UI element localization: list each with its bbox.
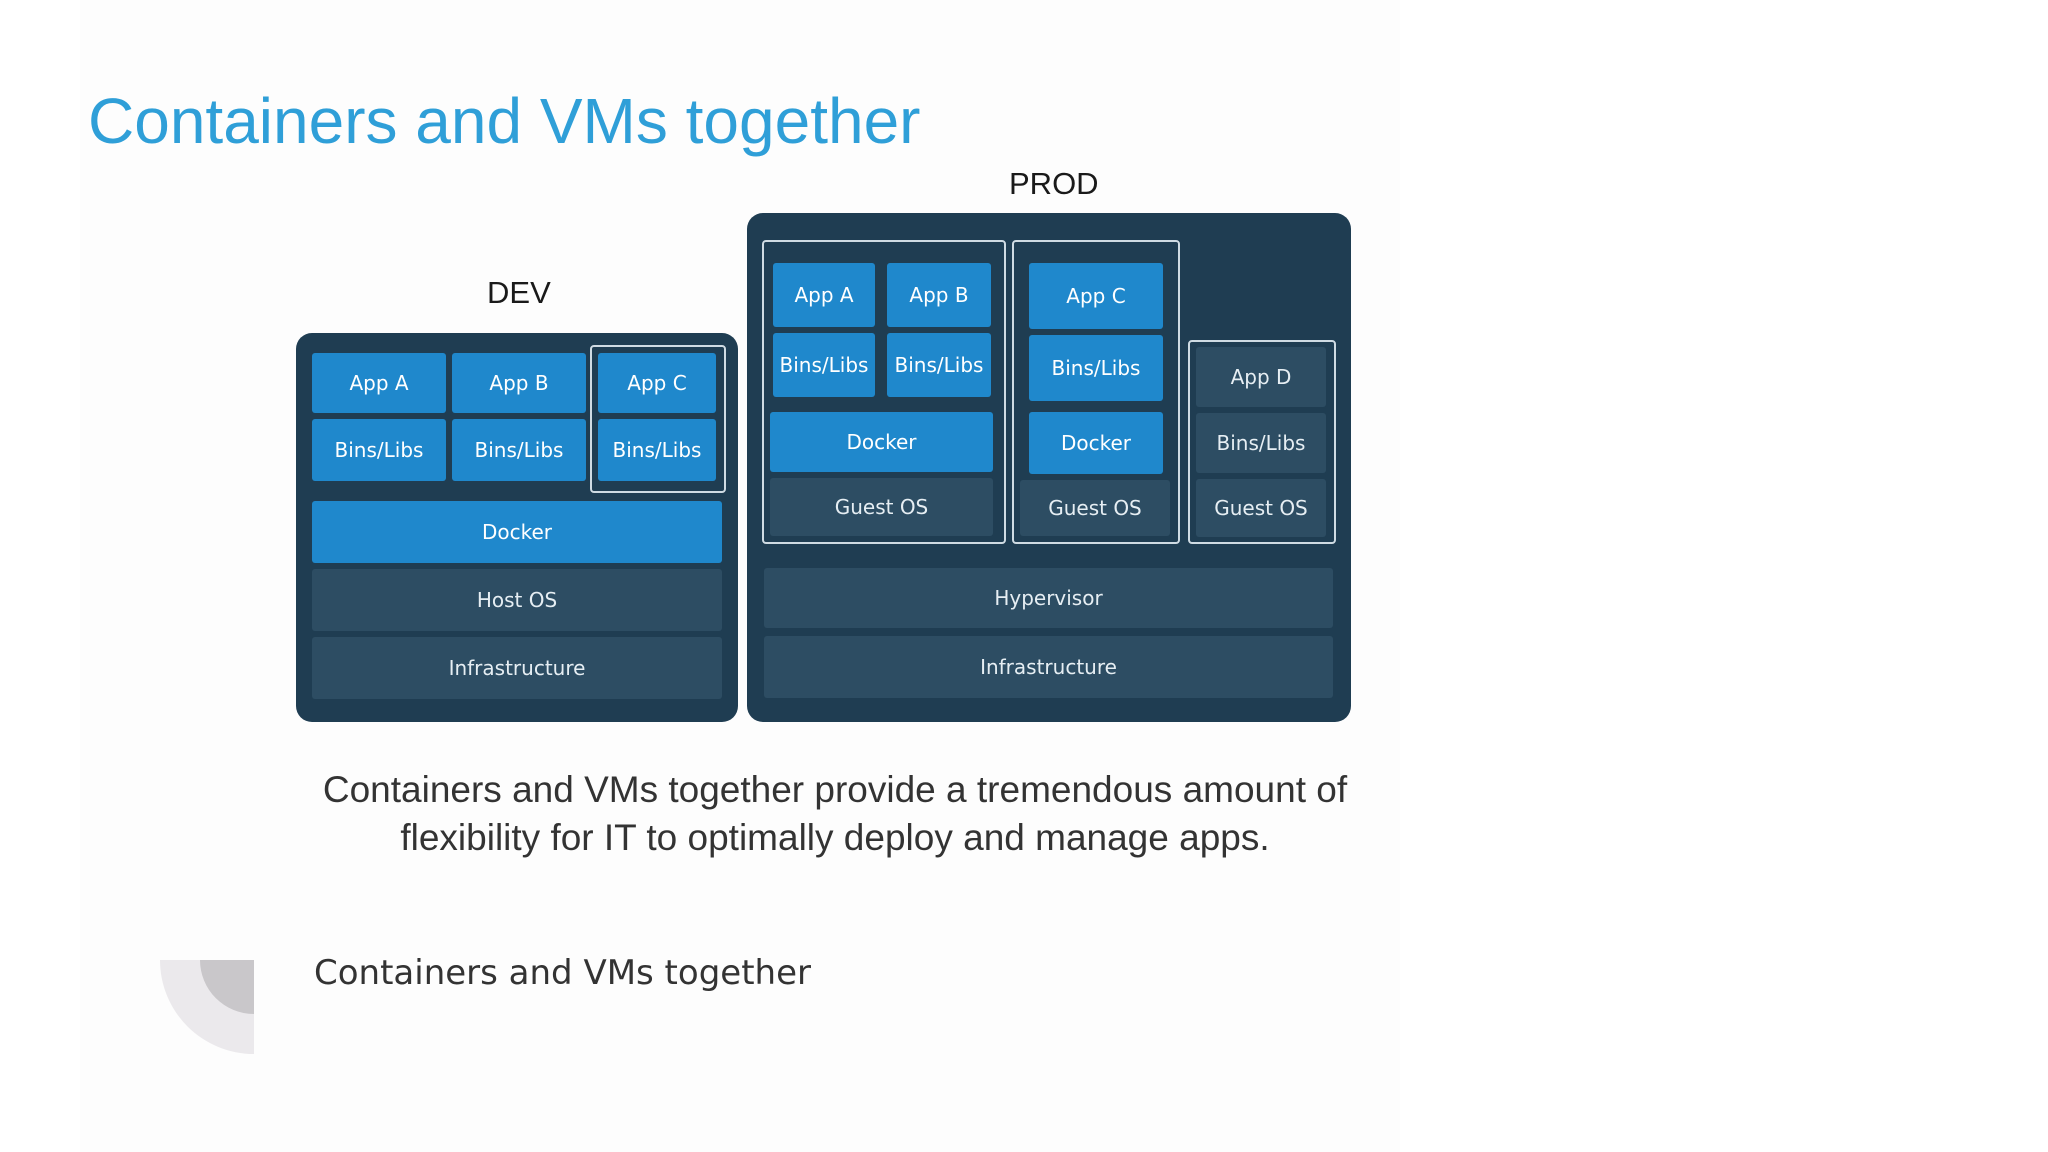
dev-vm-c-outline (590, 345, 726, 493)
prod-vm1-bins-b: Bins/Libs (887, 333, 991, 397)
dev-docker: Docker (312, 501, 722, 563)
decorative-quarter-circle-icon (160, 960, 254, 1054)
prod-vm1-docker: Docker (770, 412, 993, 472)
prod-vm1-app-b: App B (887, 263, 991, 327)
dev-app-a: App A (312, 353, 446, 413)
dev-environment: App A App B App C Bins/Libs Bins/Libs Bi… (296, 333, 738, 722)
prod-vm2-outline (1012, 240, 1180, 544)
prod-vm3-guest-os: Guest OS (1196, 479, 1326, 537)
footer-caption: Containers and VMs together (314, 953, 811, 993)
prod-vm2-guest-os: Guest OS (1020, 480, 1170, 536)
dev-app-b: App B (452, 353, 586, 413)
prod-vm1-outline (762, 240, 1006, 544)
dev-bins-b: Bins/Libs (452, 419, 586, 481)
prod-vm2-app-c: App C (1029, 263, 1163, 329)
diagram-caption: Containers and VMs together provide a tr… (280, 766, 1390, 862)
dev-infrastructure: Infrastructure (312, 637, 722, 699)
slide-title: Containers and VMs together (88, 85, 921, 157)
dev-host-os: Host OS (312, 569, 722, 631)
prod-environment: App A App B Bins/Libs Bins/Libs Docker G… (747, 213, 1351, 722)
caption-line-1: Containers and VMs together provide a tr… (322, 769, 1348, 810)
prod-label: PROD (1009, 166, 1099, 201)
caption-line-2: flexibility for IT to optimally deploy a… (400, 817, 1270, 858)
prod-vm3-bins-d: Bins/Libs (1196, 413, 1326, 473)
prod-vm1-app-a: App A (773, 263, 875, 327)
prod-vm1-bins-a: Bins/Libs (773, 333, 875, 397)
prod-vm3-outline (1188, 340, 1336, 544)
dev-label: DEV (487, 275, 551, 310)
prod-vm1-guest-os: Guest OS (770, 478, 993, 536)
prod-vm2-docker: Docker (1029, 412, 1163, 474)
dev-bins-a: Bins/Libs (312, 419, 446, 481)
prod-hypervisor: Hypervisor (764, 568, 1333, 628)
prod-vm3-app-d: App D (1196, 347, 1326, 407)
dev-app-c: App C (598, 353, 716, 413)
dev-bins-c: Bins/Libs (598, 419, 716, 481)
prod-vm2-bins-c: Bins/Libs (1029, 335, 1163, 401)
prod-infrastructure: Infrastructure (764, 636, 1333, 698)
